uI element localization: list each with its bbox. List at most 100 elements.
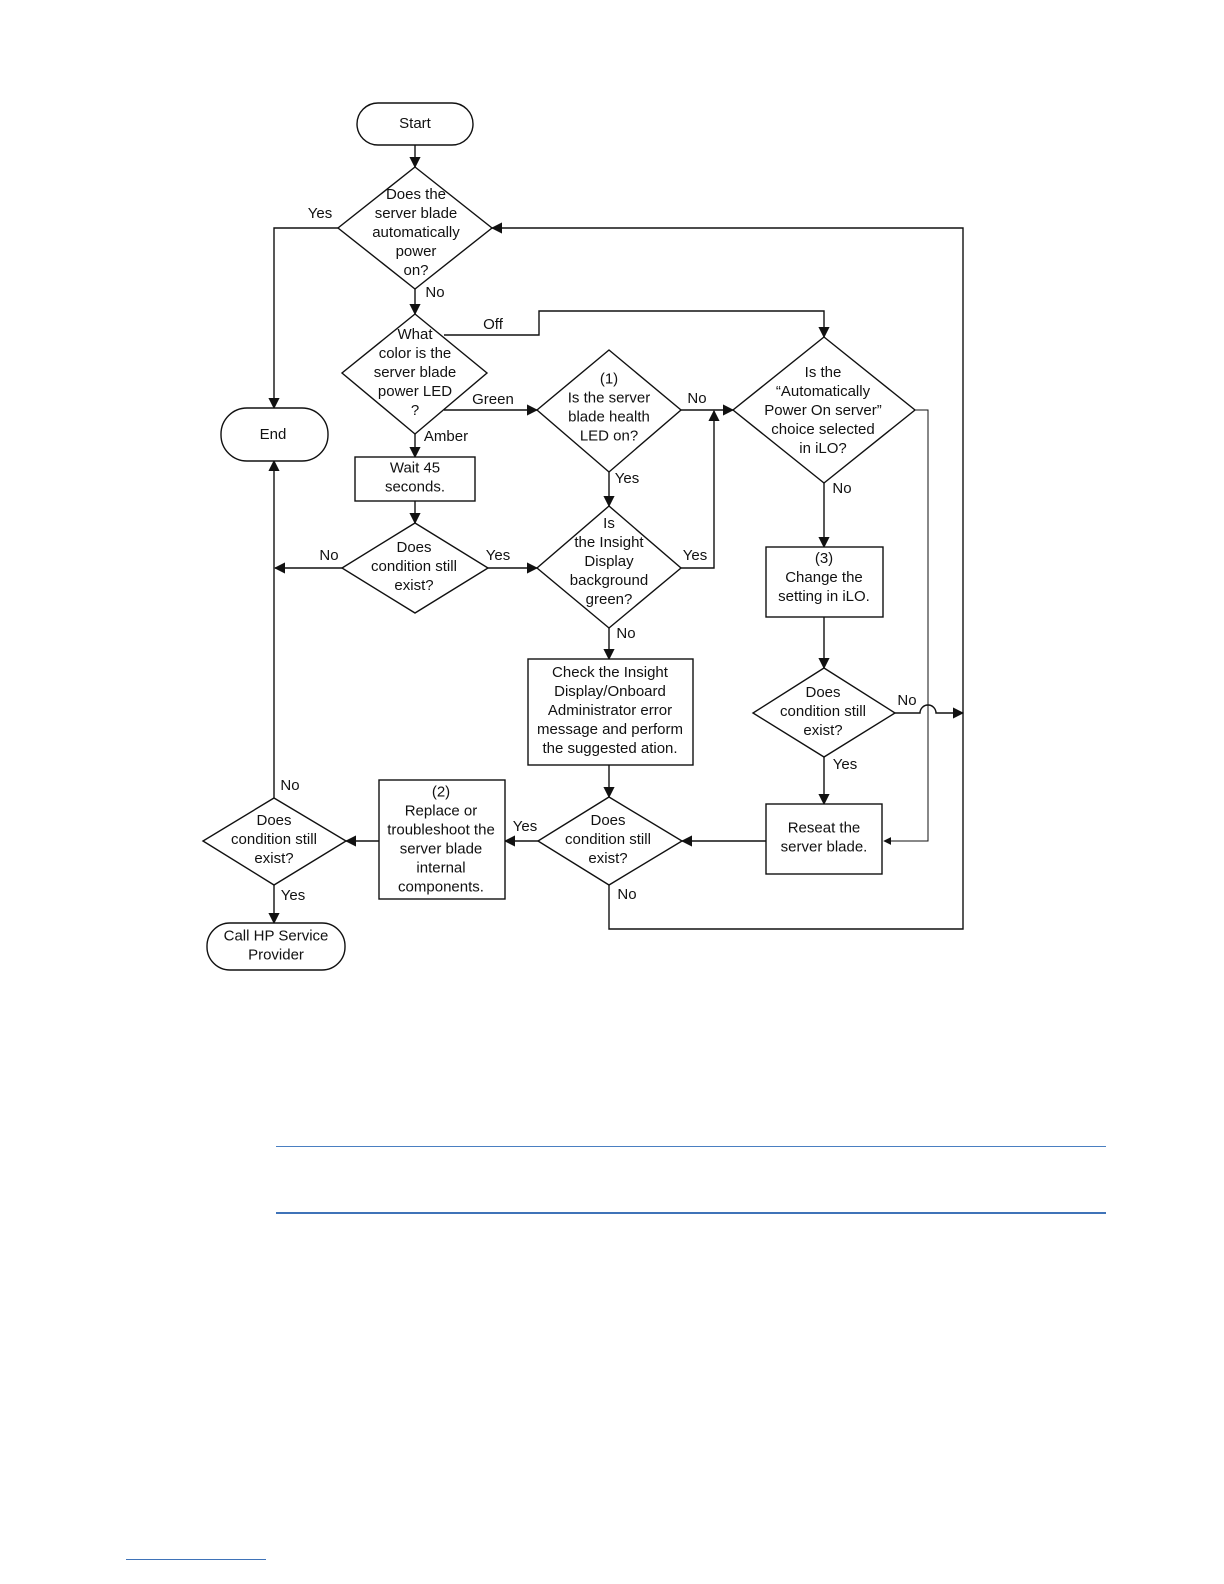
label-led-amber: Amber bbox=[424, 428, 468, 445]
edge-auto-yes-to-end bbox=[268, 227, 338, 410]
node-text-cond-left: exist? bbox=[394, 577, 433, 594]
node-text-auto-power-on: Does the bbox=[386, 186, 446, 203]
reseat-process bbox=[765, 803, 883, 875]
insight-green-decision bbox=[535, 505, 683, 629]
node-text-replace: internal bbox=[416, 859, 465, 876]
node-text-led-color: color is the bbox=[379, 345, 452, 362]
node-text-auto-power-ilo: in iLO? bbox=[799, 440, 847, 457]
label-insight-yes: Yes bbox=[683, 547, 707, 564]
node-text-cond-ilo: exist? bbox=[803, 722, 842, 739]
label-final-yes: Yes bbox=[281, 887, 305, 904]
start-terminator bbox=[356, 102, 474, 146]
node-text-auto-power-ilo: “Automatically bbox=[776, 383, 871, 400]
label-led-green: Green bbox=[472, 391, 514, 408]
end-terminator bbox=[220, 407, 329, 462]
edge-cond-ilo-no bbox=[895, 704, 965, 719]
edge-center-no-loop bbox=[490, 222, 964, 930]
label-center-no: No bbox=[617, 886, 636, 903]
footer-rule bbox=[126, 1559, 266, 1560]
cond-final-decision bbox=[201, 797, 348, 886]
node-text-check-insight: message and perform bbox=[537, 721, 683, 738]
node-text-led-color: server blade bbox=[374, 364, 457, 381]
node-text-cond-final: condition still bbox=[231, 831, 317, 848]
cond-ilo-decision bbox=[751, 667, 897, 758]
node-text-insight-green: Display bbox=[584, 553, 634, 570]
auto-power-on-decision bbox=[336, 166, 494, 290]
connectors bbox=[268, 145, 965, 930]
node-text-end: End bbox=[260, 426, 287, 443]
auto-power-ilo-decision bbox=[731, 336, 917, 484]
node-text-start: Start bbox=[399, 115, 432, 132]
change-ilo-process bbox=[765, 546, 884, 618]
node-text-replace: Replace or bbox=[405, 802, 478, 819]
label-ilo-no: No bbox=[832, 480, 851, 497]
node-text-replace: server blade bbox=[400, 840, 483, 857]
label-auto-yes: Yes bbox=[308, 205, 332, 222]
node-text-cond-ilo: Does bbox=[805, 684, 840, 701]
cond-left-decision bbox=[340, 522, 490, 614]
node-text-cond-center: exist? bbox=[588, 850, 627, 867]
node-text-led-color: What bbox=[397, 326, 433, 343]
node-text-cond-left: Does bbox=[396, 539, 431, 556]
replace-process bbox=[378, 779, 506, 900]
node-text-health-led: Is the server bbox=[568, 389, 651, 406]
health-led-decision bbox=[535, 349, 683, 473]
cond-center-decision bbox=[536, 796, 684, 886]
label-health-no: No bbox=[687, 390, 706, 407]
node-text-cond-left: condition still bbox=[371, 558, 457, 575]
divider-top bbox=[276, 1146, 1106, 1147]
node-text-auto-power-on: server blade bbox=[375, 205, 458, 222]
node-text-check-insight: Display/Onboard bbox=[554, 683, 666, 700]
node-text-insight-green: green? bbox=[586, 591, 633, 608]
label-cond-left-yes: Yes bbox=[486, 547, 510, 564]
node-text-check-insight: Administrator error bbox=[548, 702, 672, 719]
edge-labels: Yes No Off Green Amber No Yes No No Yes … bbox=[280, 205, 916, 904]
edge-ilo-yes-to-reseat bbox=[883, 409, 929, 845]
node-text-call-hp: Provider bbox=[248, 946, 304, 963]
label-replace-yes: Yes bbox=[513, 818, 537, 835]
call-hp-terminator bbox=[206, 922, 346, 971]
node-text-replace: troubleshoot the bbox=[387, 821, 495, 838]
node-text-led-color: power LED bbox=[378, 383, 452, 400]
node-text-auto-power-on: on? bbox=[403, 262, 428, 279]
edge-insight-yes-up bbox=[681, 409, 720, 569]
edge-led-off-to-ilo bbox=[444, 310, 830, 339]
check-insight-process bbox=[527, 658, 694, 766]
label-cond-left-no: No bbox=[319, 547, 338, 564]
node-text-auto-power-on: power bbox=[396, 243, 437, 260]
label-health-yes: Yes bbox=[615, 470, 639, 487]
node-text-auto-power-ilo: Is the bbox=[805, 364, 842, 381]
node-text-replace: components. bbox=[398, 878, 484, 895]
label-auto-no: No bbox=[425, 284, 444, 301]
shapes bbox=[201, 102, 917, 971]
led-color-decision bbox=[340, 313, 489, 435]
node-text-health-led: LED on? bbox=[580, 427, 638, 444]
node-text-cond-ilo: condition still bbox=[780, 703, 866, 720]
node-text-led-color: ? bbox=[411, 402, 419, 419]
label-cond-ilo-no: No bbox=[897, 692, 916, 709]
node-text-cond-final: Does bbox=[256, 812, 291, 829]
wait-process bbox=[354, 456, 476, 502]
node-text-cond-center: Does bbox=[590, 812, 625, 829]
divider-bottom bbox=[276, 1212, 1106, 1214]
node-text-cond-center: condition still bbox=[565, 831, 651, 848]
label-final-no: No bbox=[280, 777, 299, 794]
node-text-replace: (2) bbox=[432, 783, 450, 800]
node-text-call-hp: Call HP Service bbox=[224, 927, 329, 944]
node-text-wait: Wait 45 bbox=[390, 459, 440, 476]
node-text-change-ilo: Change the bbox=[785, 569, 863, 586]
node-text-health-led: (1) bbox=[600, 370, 618, 387]
label-insight-no: No bbox=[616, 625, 635, 642]
label-cond-ilo-yes: Yes bbox=[833, 756, 857, 773]
node-text-change-ilo: setting in iLO. bbox=[778, 588, 870, 605]
node-text-check-insight: Check the Insight bbox=[552, 664, 669, 681]
node-text-insight-green: background bbox=[570, 572, 648, 589]
node-text-health-led: blade health bbox=[568, 408, 650, 425]
node-text-reseat: Reseat the bbox=[788, 819, 861, 836]
label-led-off: Off bbox=[483, 316, 504, 333]
node-text-check-insight: the suggested ation. bbox=[542, 740, 677, 757]
node-text-wait: seconds. bbox=[385, 478, 445, 495]
node-text-insight-green: the Insight bbox=[574, 534, 644, 551]
